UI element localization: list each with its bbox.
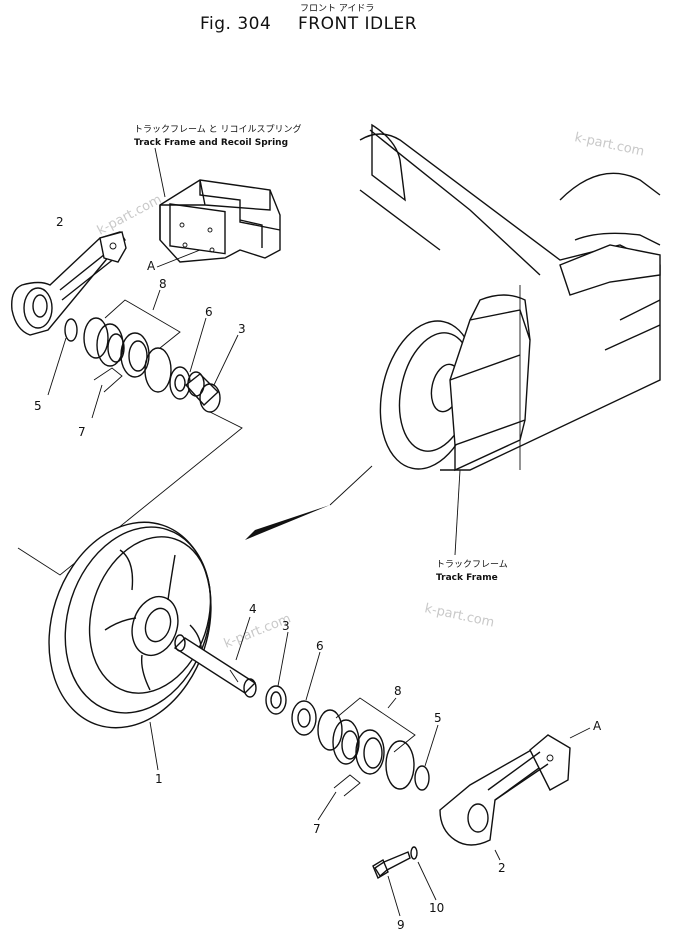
part-number-label: 3 [238,322,246,336]
part-number-label: 8 [394,684,402,698]
track-frame-recoil-bracket: トラックフレーム と リコイルスプリング Track Frame and Rec… [134,123,301,263]
watermark: k-part.com [423,601,495,630]
part-number-label: 1 [155,772,163,786]
part-8-seal-ring-top [120,332,172,393]
part-number-label: 7 [78,425,86,439]
part-number-label: 5 [434,711,442,725]
part-10-washer [410,846,418,860]
part-5-oring-top [64,318,78,342]
watermark: k-part.com [573,130,645,159]
part-2-yoke-top [11,231,127,336]
figure-title: FRONT IDLER [298,14,417,34]
track-frame-recoil-label-jp: トラックフレーム と リコイルスプリング [134,123,301,135]
part-7-floating-seal-bottom [355,729,415,790]
part-3-bushing-top [184,371,221,413]
part-number-label: 10 [429,901,444,915]
figure-number: Fig. 304 [200,14,271,34]
track-frame-label-jp: トラックフレーム [436,559,508,570]
part-9-bolt [372,851,411,880]
part-number-label: 8 [159,277,167,291]
part-number-label: 2 [56,215,64,229]
track-frame-label: Track Frame [436,573,498,583]
part-number-label: 7 [313,822,321,836]
part-number-label: 6 [205,305,213,319]
part-number-label: 9 [397,918,405,932]
reference-a-label: A [593,719,602,733]
part-number-label: 2 [498,861,506,875]
part-7-floating-seal-top [83,317,125,367]
part-number-label: 3 [282,619,290,633]
part-6-thrust-washer-top [169,366,191,400]
watermark: k-part.com [95,192,165,238]
part-number-label: 4 [249,602,257,616]
part-4-shaft [173,634,257,698]
part-number-label: 6 [316,639,324,653]
figure-title-japanese: フロント アイドラ [300,3,374,14]
reference-a-label: A [147,259,156,273]
part-2-yoke-bottom [439,734,571,846]
assembly-arrow [245,505,330,540]
part-1-idler-wheel [48,521,212,729]
part-6-thrust-washer-bottom [291,700,317,736]
track-frame: トラックフレーム Track Frame [359,123,661,583]
part-5-oring-bottom [414,765,430,791]
part-8-seal-ring-bottom [317,709,360,765]
part-3-bushing-bottom [265,685,287,715]
track-frame-recoil-label: Track Frame and Recoil Spring [134,138,288,148]
part-number-label: 5 [34,399,42,413]
